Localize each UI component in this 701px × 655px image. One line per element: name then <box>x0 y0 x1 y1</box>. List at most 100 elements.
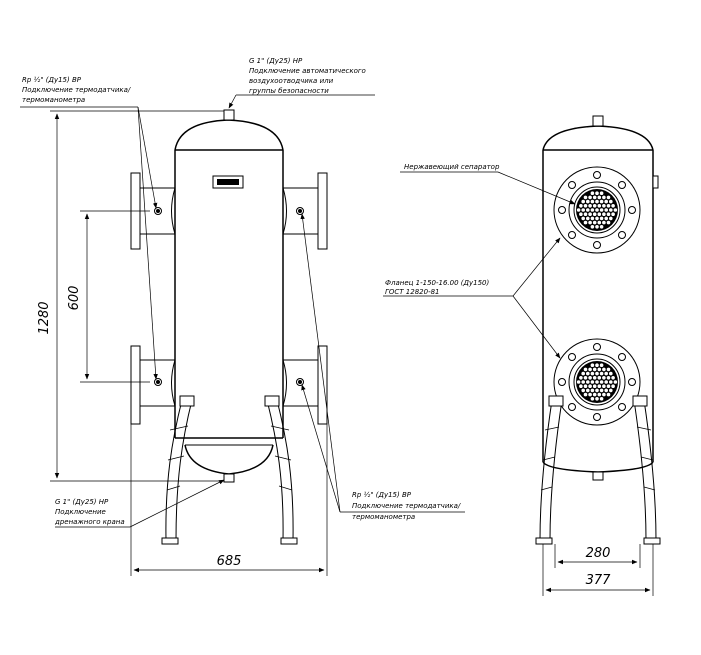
mesh-cell <box>590 397 595 401</box>
mesh-cell <box>588 384 592 389</box>
mesh-cell <box>599 216 604 221</box>
top-fitting <box>223 109 235 121</box>
dimension-width-front: 685 <box>130 424 328 576</box>
mesh-cell <box>592 204 597 208</box>
mesh-cell <box>606 212 611 216</box>
drain-line-3: дренажного крана <box>54 518 125 526</box>
mesh-cell <box>602 392 606 397</box>
left-sensor-line-2: Подключение термодатчика/ <box>22 86 131 94</box>
dimension-nozzle-spacing: 600 <box>67 210 150 383</box>
mesh-cell <box>588 392 592 397</box>
flange-line-2: ГОСТ 12820-81 <box>385 288 440 296</box>
flange-line-1: Фланец 1-150-16.00 (Ду150) <box>385 279 489 287</box>
mesh-cell <box>606 376 611 380</box>
mesh-cell <box>588 195 592 200</box>
mesh-cell <box>590 216 595 221</box>
mesh-cell <box>595 199 599 204</box>
mesh-cell <box>597 392 602 397</box>
mesh-cell <box>613 208 618 212</box>
mesh-cell <box>588 367 592 372</box>
mesh-cell <box>599 371 604 376</box>
mesh-cell <box>581 208 585 212</box>
mesh-cell <box>606 195 611 200</box>
mesh-cell <box>597 220 602 225</box>
mesh-cell <box>609 371 613 376</box>
mesh-cell <box>599 199 604 204</box>
mesh-cell <box>590 208 595 212</box>
right-sensor-line-3: термоманометра <box>352 513 415 521</box>
callout-separator: Нержавеющий сепаратор <box>400 163 576 205</box>
dimension-685-text: 685 <box>217 554 242 569</box>
mesh-cell <box>609 216 613 221</box>
mesh-cell <box>597 204 602 208</box>
mesh-cell <box>597 195 602 200</box>
side-view: 280 377 Нержавеющий сепаратор Фланец 1-1… <box>383 115 661 596</box>
mesh-cell <box>599 363 604 368</box>
mesh-cell <box>588 220 592 225</box>
mesh-cell <box>590 225 595 229</box>
mesh-cell <box>606 392 611 397</box>
mesh-cell <box>576 208 581 212</box>
mesh-cell <box>586 216 590 221</box>
mesh-cell <box>599 225 604 229</box>
mesh-cell <box>576 380 581 384</box>
mesh-cell <box>606 384 611 389</box>
mesh-cell <box>595 216 599 221</box>
mesh-cell <box>599 388 604 393</box>
separator-label: Нержавеющий сепаратор <box>404 163 500 171</box>
dimension-width-inner-side: 280 <box>554 544 641 568</box>
mesh-cell <box>586 208 590 212</box>
mesh-cell <box>581 380 585 384</box>
nameplate <box>212 175 244 189</box>
left-sensor-line-3: термоманометра <box>22 96 85 104</box>
mesh-cell <box>586 199 590 204</box>
mesh-cell <box>590 371 595 376</box>
dimension-width-side: 377 <box>542 544 654 596</box>
mesh-cell <box>609 208 613 212</box>
right-upper-nozzle <box>282 172 328 250</box>
mesh-cell <box>611 376 615 380</box>
mesh-cell <box>595 208 599 212</box>
left-lower-nozzle <box>130 345 176 425</box>
upper-flange <box>553 166 641 254</box>
mesh-cell <box>604 199 608 204</box>
mesh-cell <box>592 392 597 397</box>
dimension-377-text: 377 <box>586 573 612 588</box>
mesh-cell <box>592 220 597 225</box>
mesh-cell <box>581 371 585 376</box>
mesh-cell <box>590 388 595 393</box>
mesh-cell <box>590 199 595 204</box>
vessel-body <box>174 119 284 475</box>
mesh-cell <box>597 212 602 216</box>
mesh-cell <box>602 204 606 208</box>
drain-fitting <box>223 473 235 483</box>
mesh-cell <box>602 376 606 380</box>
front-view: 1280 600 685 G 1" (Ду25) НР Подключение … <box>20 57 465 576</box>
mesh-cell <box>583 212 588 216</box>
mesh-cell <box>583 376 588 380</box>
right-sensor-line-1: Rp ½" (Ду15) ВР <box>352 491 412 499</box>
mesh-cell <box>602 384 606 389</box>
right-lower-nozzle <box>282 345 328 425</box>
top-connection-line-2: Подключение автоматического <box>249 67 366 75</box>
callout-flange: Фланец 1-150-16.00 (Ду150) ГОСТ 12820-81 <box>383 237 561 359</box>
callout-left-sensor: Rp ½" (Ду15) ВР Подключение термодатчика… <box>20 76 158 380</box>
mesh-cell <box>595 388 599 393</box>
dimension-600-text: 600 <box>67 286 82 311</box>
mesh-cell <box>609 388 613 393</box>
callout-top-connection: G 1" (Ду25) НР Подключение автоматическо… <box>228 57 375 109</box>
mesh-cell <box>579 212 583 216</box>
mesh-cell <box>602 220 606 225</box>
mesh-cell <box>583 195 588 200</box>
dimension-1280-text: 1280 <box>37 301 52 334</box>
mesh-cell <box>588 204 592 208</box>
mesh-cell <box>592 376 597 380</box>
mesh-cell <box>595 371 599 376</box>
mesh-cell <box>586 371 590 376</box>
mesh-cell <box>595 191 599 195</box>
mesh-cell <box>609 380 613 384</box>
mesh-cell <box>606 204 611 208</box>
mesh-cell <box>583 367 588 372</box>
left-sensor-line-1: Rp ½" (Ду15) ВР <box>22 76 82 84</box>
